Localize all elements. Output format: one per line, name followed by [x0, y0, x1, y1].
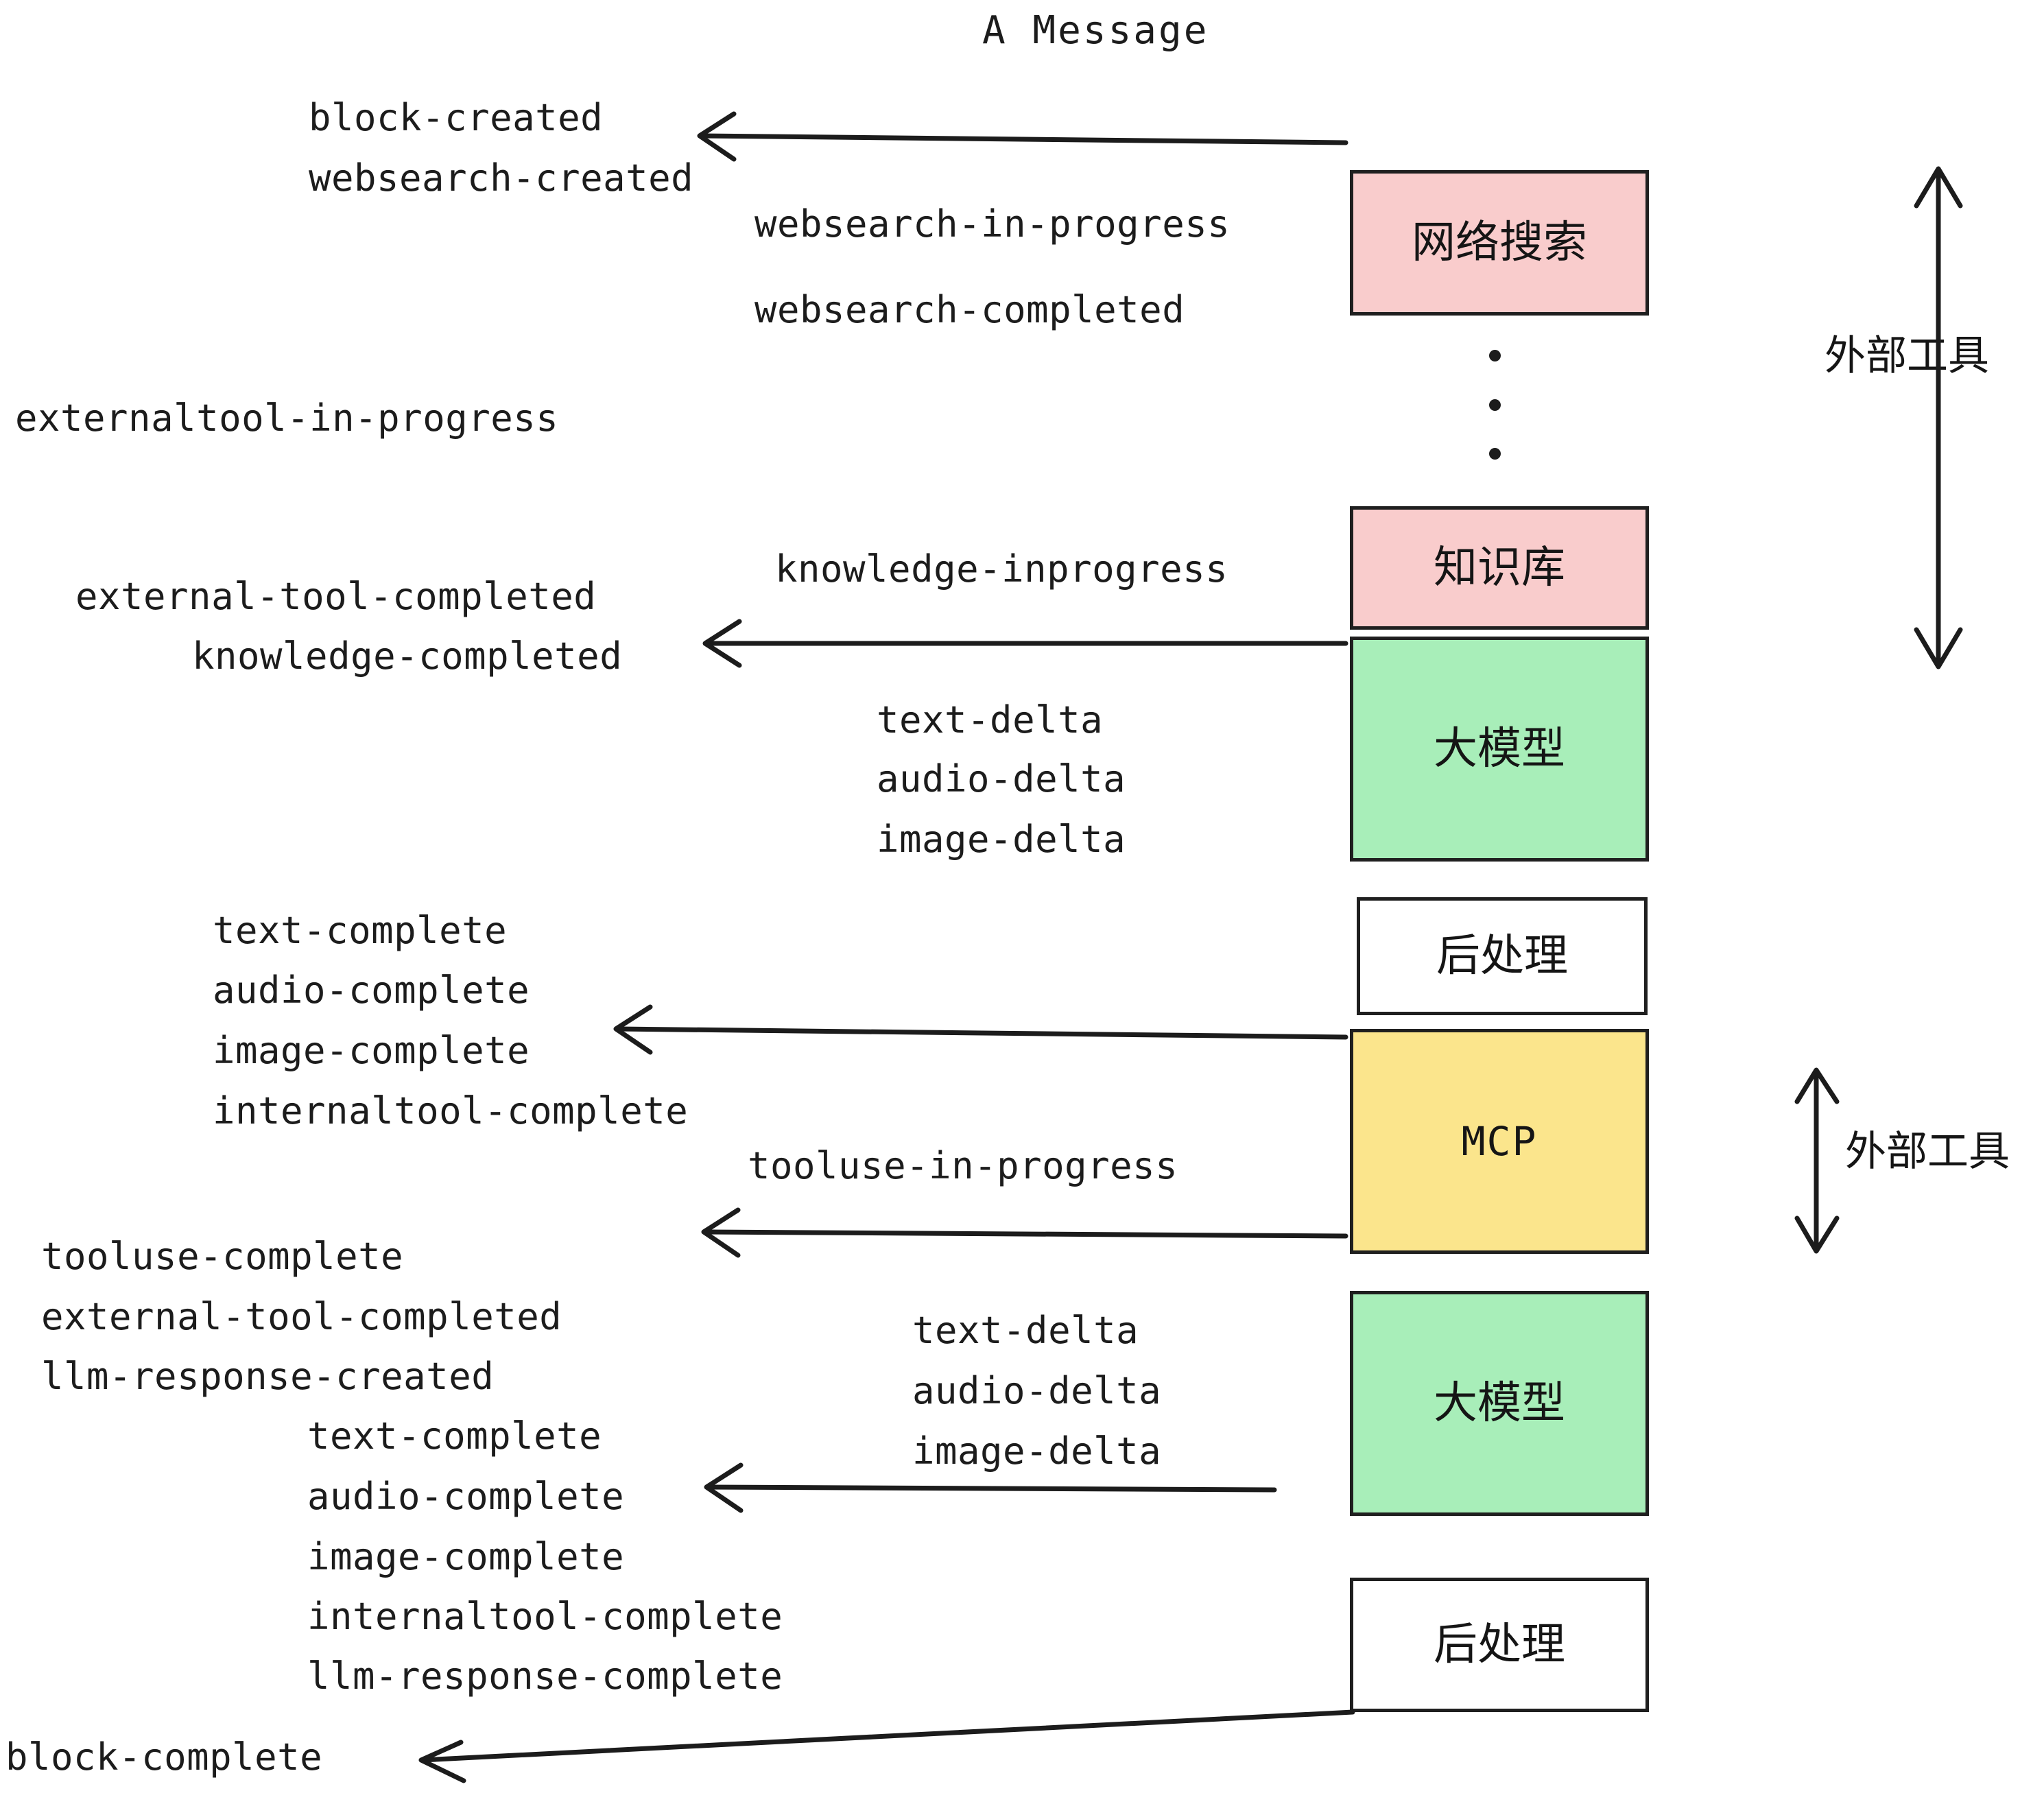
event-label-tooluse-complete: tooluse-complete	[41, 1235, 404, 1278]
node-label: 知识库	[1434, 543, 1565, 593]
event-label-text-delta-2: text-delta	[912, 1309, 1139, 1352]
event-label-block-created: block-created	[309, 96, 604, 139]
node-postprocess-first: 后处理	[1357, 897, 1648, 1015]
vertical-ellipsis-icon	[1489, 350, 1501, 460]
event-label-external-tool-completed-1: external-tool-completed	[75, 575, 597, 618]
event-label-externaltool-in-progress: externaltool-in-progress	[15, 396, 559, 440]
node-label: 网络搜索	[1412, 217, 1587, 268]
event-label-llm-response-complete: llm-response-complete	[307, 1654, 783, 1698]
node-label: 后处理	[1434, 1619, 1565, 1670]
event-label-llm-response-created: llm-response-created	[41, 1355, 495, 1398]
node-label: 大模型	[1434, 724, 1565, 774]
arrow-external-tool-span-top	[1914, 166, 1963, 669]
arrow-mcp-to-tooluse-complete	[701, 1207, 1348, 1258]
arrow-external-tool-span-bottom	[1794, 1067, 1840, 1254]
page-title: A Message	[982, 8, 1209, 53]
event-label-internaltool-complete-2: internaltool-complete	[307, 1595, 783, 1638]
event-label-image-delta-1: image-delta	[877, 818, 1126, 861]
event-label-websearch-in-progress: websearch-in-progress	[754, 202, 1231, 246]
event-label-audio-complete-1: audio-complete	[213, 969, 530, 1012]
dot-icon	[1489, 399, 1501, 411]
event-label-audio-delta-2: audio-delta	[912, 1369, 1162, 1412]
event-label-external-tool-completed-2: external-tool-completed	[41, 1295, 562, 1338]
event-label-knowledge-completed: knowledge-completed	[192, 634, 623, 678]
event-label-websearch-created: websearch-created	[309, 156, 694, 200]
node-postprocess-second: 后处理	[1350, 1578, 1649, 1712]
arrow-knowledge-to-completed	[702, 619, 1348, 668]
event-label-image-complete-2: image-complete	[307, 1535, 625, 1578]
node-mcp: MCP	[1350, 1029, 1649, 1254]
event-label-websearch-completed: websearch-completed	[754, 288, 1185, 331]
node-websearch: 网络搜索	[1350, 170, 1649, 316]
event-label-text-complete-1: text-complete	[213, 909, 508, 952]
node-label: 后处理	[1436, 931, 1568, 982]
dot-icon	[1489, 350, 1501, 361]
event-label-text-delta-1: text-delta	[877, 698, 1104, 741]
node-llm-second: 大模型	[1350, 1291, 1649, 1516]
node-label: MCP	[1461, 1118, 1538, 1165]
arrow-websearch-to-created	[697, 111, 1348, 162]
arrow-postprocess-to-image-complete	[613, 1004, 1348, 1055]
arrow-postprocess-to-block-complete	[418, 1709, 1355, 1783]
event-label-image-delta-2: image-delta	[912, 1429, 1162, 1473]
event-label-knowledge-inprogress: knowledge-inprogress	[775, 547, 1228, 591]
node-knowledge-base: 知识库	[1350, 506, 1649, 630]
event-label-block-complete: block-complete	[5, 1735, 323, 1779]
event-label-image-complete-1: image-complete	[213, 1029, 530, 1072]
event-label-audio-complete-2: audio-complete	[307, 1475, 625, 1518]
event-label-text-complete-2: text-complete	[307, 1414, 602, 1458]
node-llm-first: 大模型	[1350, 637, 1649, 862]
group-label-external-tool-top: 外部工具	[1825, 332, 1989, 380]
group-label-external-tool-bottom: 外部工具	[1845, 1128, 2010, 1176]
event-label-tooluse-in-progress: tooluse-in-progress	[748, 1144, 1178, 1187]
node-label: 大模型	[1434, 1378, 1565, 1429]
dot-icon	[1489, 448, 1501, 460]
event-label-audio-delta-1: audio-delta	[877, 757, 1126, 800]
event-label-internaltool-complete-1: internaltool-complete	[213, 1089, 689, 1132]
